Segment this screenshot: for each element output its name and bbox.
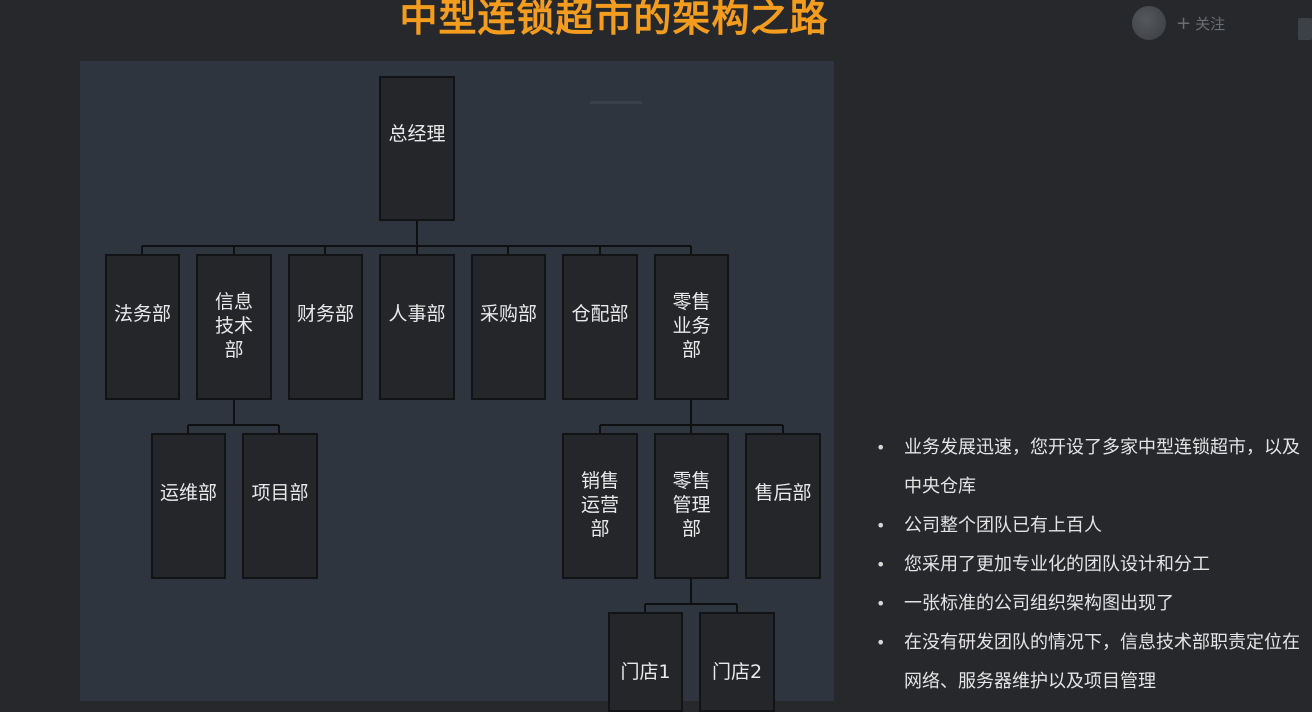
node-legal: 法务部 bbox=[105, 254, 180, 400]
node-after-sales: 售后部 bbox=[745, 433, 821, 579]
node-store-1: 门店1 bbox=[608, 612, 683, 712]
node-label: 门店2 bbox=[711, 661, 763, 683]
avatar bbox=[1132, 6, 1166, 40]
node-store-2: 门店2 bbox=[699, 612, 775, 712]
node-label: 人事部 bbox=[388, 303, 446, 325]
node-projects: 项目部 bbox=[242, 433, 318, 579]
node-label: 财务部 bbox=[296, 303, 354, 325]
follow-button[interactable]: + 关注 bbox=[1132, 6, 1225, 40]
page-title: 中型连锁超市的架构之路 bbox=[399, 0, 829, 40]
node-finance: 财务部 bbox=[288, 254, 363, 400]
node-label: 售后部 bbox=[754, 482, 812, 504]
node-hr: 人事部 bbox=[379, 254, 455, 400]
node-label: 项目部 bbox=[251, 482, 309, 504]
node-label: 运维部 bbox=[159, 482, 217, 504]
node-label: 仓配部 bbox=[571, 303, 629, 325]
node-retail-management: 零售管理部 bbox=[654, 433, 729, 579]
node-label: 总经理 bbox=[388, 122, 446, 145]
node-operations: 运维部 bbox=[151, 433, 226, 579]
node-procurement: 采购部 bbox=[471, 254, 546, 400]
node-general-manager: 总经理 bbox=[379, 76, 455, 221]
node-label: 销售运营部 bbox=[580, 470, 619, 540]
bullet-item: 在没有研发团队的情况下，信息技术部职责定位在网络、服务器维护以及项目管理 bbox=[874, 623, 1304, 701]
bullet-item: 您采用了更加专业化的团队设计和分工 bbox=[874, 545, 1304, 584]
node-label: 信息技术部 bbox=[214, 291, 253, 361]
org-chart-panel: 总经理 法务部 信息技术部 财务部 人事部 采购部 仓配部 零售业务部 运维部 … bbox=[80, 61, 834, 712]
bullet-item: 一张标准的公司组织架构图出现了 bbox=[874, 584, 1304, 623]
node-retail: 零售业务部 bbox=[654, 254, 729, 400]
node-label: 零售业务部 bbox=[672, 291, 711, 361]
node-it: 信息技术部 bbox=[196, 254, 272, 400]
node-label: 零售管理部 bbox=[672, 470, 711, 540]
bullet-item: 业务发展迅速，您开设了多家中型连锁超市，以及中央仓库 bbox=[874, 428, 1304, 506]
bullet-item: 公司整个团队已有上百人 bbox=[874, 506, 1304, 545]
follow-label: 关注 bbox=[1195, 14, 1226, 33]
node-label: 采购部 bbox=[479, 303, 537, 325]
bullet-list: 业务发展迅速，您开设了多家中型连锁超市，以及中央仓库 公司整个团队已有上百人 您… bbox=[874, 428, 1304, 701]
node-sales-ops: 销售运营部 bbox=[562, 433, 638, 579]
side-tab-icon bbox=[1298, 18, 1312, 40]
org-chart-connectors bbox=[141, 221, 784, 612]
node-label: 门店1 bbox=[620, 661, 671, 683]
panel-accent-line bbox=[590, 101, 642, 104]
plus-icon: + bbox=[1176, 12, 1192, 34]
node-label: 法务部 bbox=[113, 303, 171, 325]
node-warehouse: 仓配部 bbox=[562, 254, 638, 400]
